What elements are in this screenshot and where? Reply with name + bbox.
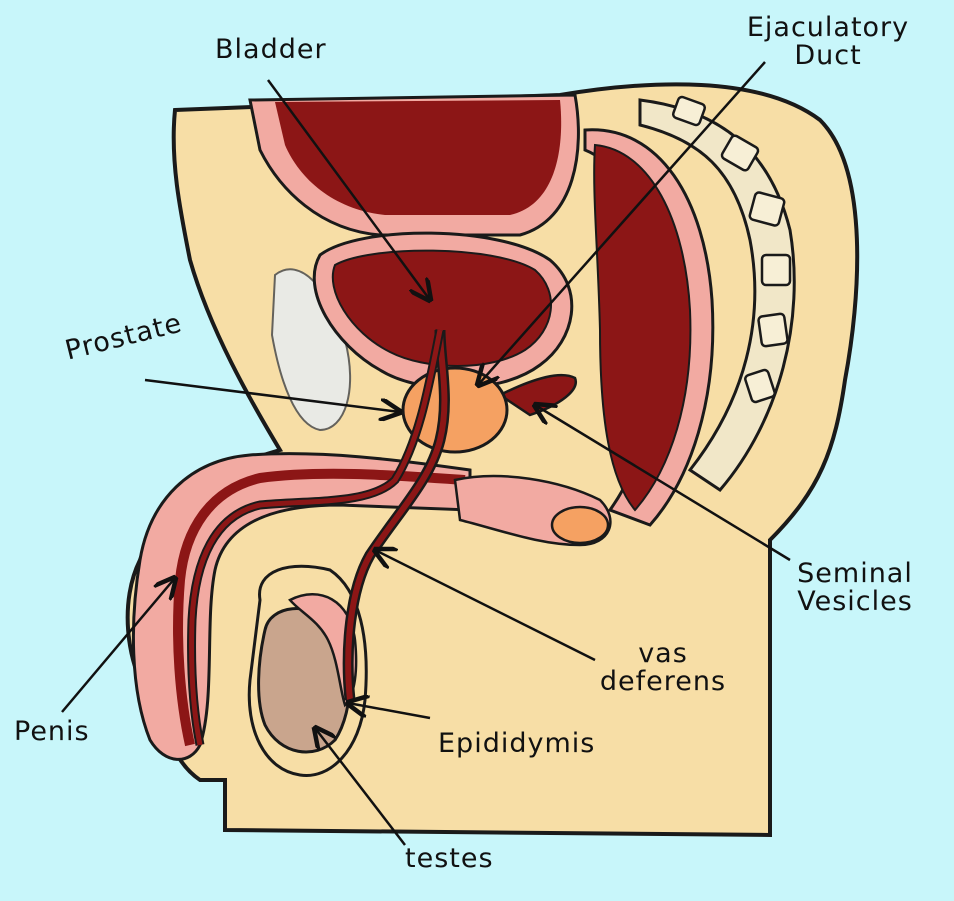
label-testes: testes (405, 843, 494, 874)
label-seminal-line2: Vesicles (797, 586, 913, 618)
arrow-epididymis (348, 703, 431, 720)
label-seminal-line1: Seminal (797, 558, 913, 589)
arrow-prostate (144, 378, 400, 412)
label-ejaculatory-duct: Ejaculatory Duct (728, 12, 928, 72)
label-penis: Penis (14, 716, 90, 747)
label-ejaculatory-line1: Ejaculatory (746, 12, 910, 43)
arrow-bladder (266, 79, 430, 300)
label-epididymis: Epididymis (438, 728, 596, 759)
label-bladder-text: Bladder (215, 34, 327, 65)
vertebrae (671, 95, 792, 404)
arrow-vas-deferens (375, 550, 596, 662)
arrow-testes (315, 728, 406, 846)
arrow-penis (61, 578, 175, 713)
label-seminal-vesicles: Seminal Vesicles (780, 558, 930, 618)
label-vas-line1: vas (638, 638, 688, 669)
label-bladder: Bladder (215, 34, 327, 65)
label-penis-text: Penis (14, 716, 90, 747)
arrow-seminal-vesicles (535, 405, 791, 562)
label-testes-text: testes (405, 843, 494, 874)
arrow-ejaculatory-duct (478, 61, 766, 385)
label-epididymis-text: Epididymis (438, 728, 596, 759)
label-ejaculatory-line2: Duct (794, 40, 862, 72)
label-vas-line2: deferens (599, 666, 727, 698)
leader-lines (61, 61, 791, 846)
label-vas-deferens: vas deferens (578, 638, 748, 698)
